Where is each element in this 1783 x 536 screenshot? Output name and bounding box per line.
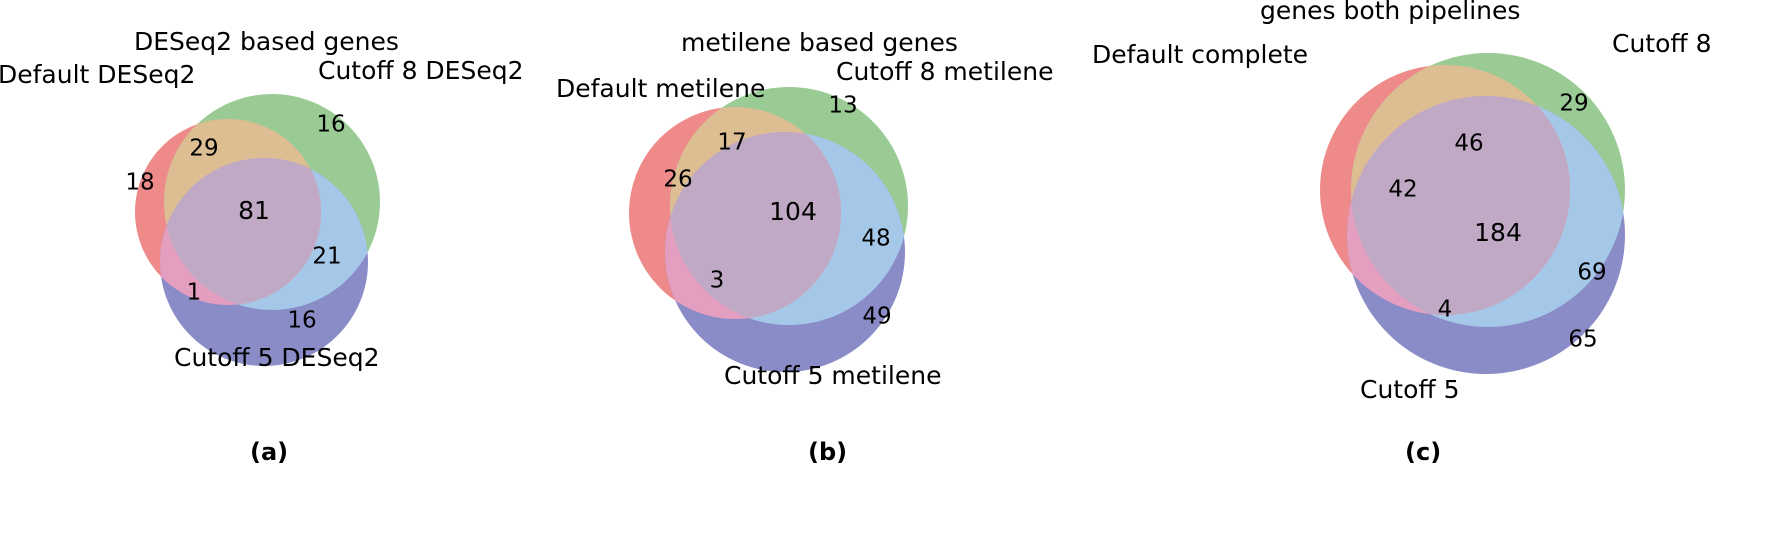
panel-c: 42 46 29 184 69 4 65 genes both pipeline… [1092,0,1783,536]
region-value-default-cutoff8: 46 [1454,131,1483,157]
venn-diagram-c: 42 46 29 184 69 4 65 [1320,53,1625,374]
region-value-default-cutoff5: 4 [1438,297,1453,323]
region-value-default-only: 26 [663,167,692,193]
region-value-all-three: 184 [1474,218,1522,247]
panel-c-title: genes both pipelines [1260,0,1521,25]
region-value-default-only: 18 [125,170,154,196]
region-value-cutoff8-cutoff5: 69 [1577,260,1606,286]
panel-a-caption: (a) [250,438,289,466]
venn-diagram-b: 26 17 13 104 48 3 49 [629,87,908,372]
region-value-default-cutoff8: 17 [717,130,746,156]
region-value-cutoff8-only: 29 [1559,91,1588,117]
panel-a: 18 29 16 81 21 1 16 DESeq2 based genes D… [0,0,560,536]
region-value-all-three: 81 [238,196,270,225]
region-value-cutoff8-only: 16 [316,112,345,138]
panel-b: 26 17 13 104 48 3 49 metilene based gene… [556,0,1155,536]
panel-a-label-right: Cutoff 8 DESeq2 [318,56,524,85]
panel-b-caption: (b) [808,438,848,466]
region-value-default-only: 42 [1388,177,1417,203]
panel-b-label-right: Cutoff 8 metilene [836,57,1054,86]
panel-c-label-bottom: Cutoff 5 [1360,375,1460,404]
region-value-cutoff5-only: 16 [287,308,316,334]
region-value-cutoff8-cutoff5: 48 [861,226,890,252]
panel-a-label-left: Default DESeq2 [0,60,196,89]
panel-b-title: metilene based genes [681,28,958,57]
panel-a-title: DESeq2 based genes [134,27,399,56]
region-value-cutoff8-only: 13 [828,93,857,119]
panel-b-label-left: Default metilene [556,74,766,103]
panel-a-label-bottom: Cutoff 5 DESeq2 [174,343,380,372]
region-value-default-cutoff5: 3 [710,268,725,294]
region-value-cutoff8-cutoff5: 21 [312,244,341,270]
panel-c-caption: (c) [1405,438,1442,466]
venn-diagram-a: 18 29 16 81 21 1 16 [125,94,380,366]
region-value-cutoff5-only: 65 [1568,327,1597,353]
region-value-default-cutoff8: 29 [189,136,218,162]
region-value-default-cutoff5: 1 [187,280,202,306]
panel-c-label-right: Cutoff 8 [1612,29,1712,58]
panel-c-label-left: Default complete [1092,40,1309,69]
region-value-all-three: 104 [769,197,817,226]
panel-b-label-bottom: Cutoff 5 metilene [724,361,942,390]
overlap-all-three [164,158,321,305]
region-value-cutoff5-only: 49 [862,304,891,330]
